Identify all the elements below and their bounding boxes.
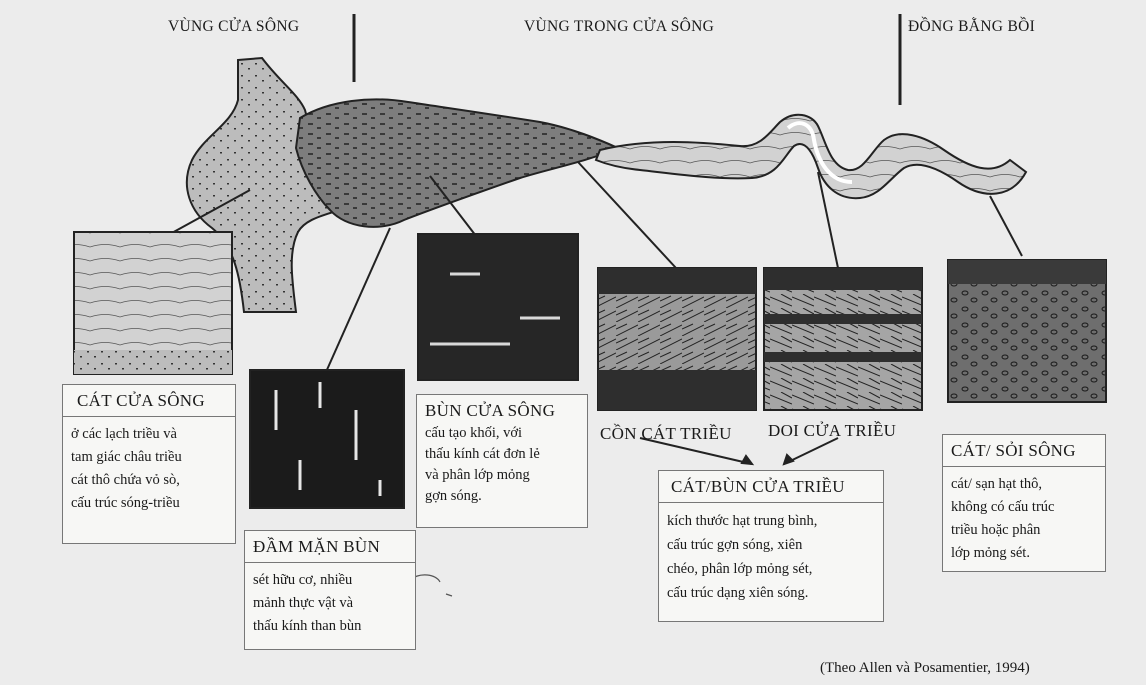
description-line: thấu kính than bùn	[253, 615, 407, 638]
zone-label-estuary-mouth: VÙNG CỬA SÔNG	[168, 18, 299, 36]
description-line: không có cấu trúc	[951, 496, 1097, 519]
facies-description: cấu tạo khối, với thấu kính cát đơn lẻ v…	[417, 421, 587, 513]
description-line: tam giác châu triều	[71, 446, 227, 469]
section-tidal-flat	[764, 268, 922, 410]
facies-title: CÁT/BÙN CỬA TRIỀU	[659, 471, 883, 503]
description-line: chéo, phân lớp mỏng sét,	[667, 557, 875, 581]
description-line: gợn sóng.	[425, 486, 579, 507]
section-salt-marsh-mud	[250, 370, 404, 508]
description-line: mảnh thực vật và	[253, 592, 407, 615]
section-estuary-mud	[418, 234, 578, 380]
facies-card-tidal-sand-mud: CÁT/BÙN CỬA TRIỀU kích thước hạt trung b…	[658, 470, 884, 622]
description-line: kích thước hạt trung bình,	[667, 509, 875, 533]
facies-title: CÁT CỬA SÔNG	[63, 385, 235, 417]
source-citation: (Theo Allen và Posamentier, 1994)	[820, 660, 1030, 677]
description-line: sét hữu cơ, nhiều	[253, 569, 407, 592]
facies-card-estuary-mud: BÙN CỬA SÔNG cấu tạo khối, với thấu kính…	[416, 394, 588, 528]
description-line: lớp mỏng sét.	[951, 542, 1097, 565]
facies-title: CÁT/ SỎI SÔNG	[943, 435, 1105, 467]
section-river-gravel	[948, 260, 1106, 402]
description-line: ở các lạch triều và	[71, 423, 227, 446]
description-line: cát/ sạn hạt thô,	[951, 473, 1097, 496]
zone-label-inner-estuary: VÙNG TRONG CỬA SÔNG	[524, 18, 714, 36]
description-line: cấu trúc dạng xiên sóng.	[667, 581, 875, 605]
facies-description: cát/ sạn hạt thô, không có cấu trúc triề…	[943, 467, 1105, 571]
section-tidal-sand-bar	[598, 268, 756, 410]
description-line: cát thô chứa vỏ sò,	[71, 469, 227, 492]
description-line: và phân lớp mỏng	[425, 465, 579, 486]
label-tidal-flat: DOI CỬA TRIỀU	[768, 421, 896, 441]
facies-description: kích thước hạt trung bình, cấu trúc gợn …	[659, 503, 883, 611]
zone-label-alluvial-plain: ĐỒNG BẰNG BỒI	[908, 18, 1035, 36]
scribble-mark	[410, 575, 452, 596]
facies-description: sét hữu cơ, nhiều mảnh thực vật và thấu …	[245, 563, 415, 644]
facies-title: BÙN CỬA SÔNG	[417, 395, 587, 421]
facies-description: ở các lạch triều và tam giác châu triều …	[63, 417, 235, 521]
facies-title: ĐẦM MẶN BÙN	[245, 531, 415, 563]
section-estuary-sand	[74, 232, 232, 374]
description-line: triều hoặc phân	[951, 519, 1097, 542]
description-line: cấu tạo khối, với	[425, 423, 579, 444]
description-line: cấu trúc sóng-triều	[71, 492, 227, 515]
facies-card-estuary-sand: CÁT CỬA SÔNG ở các lạch triều và tam giá…	[62, 384, 236, 544]
description-line: cấu trúc gợn sóng, xiên	[667, 533, 875, 557]
description-line: thấu kính cát đơn lẻ	[425, 444, 579, 465]
facies-card-river-sand-gravel: CÁT/ SỎI SÔNG cát/ sạn hạt thô, không có…	[942, 434, 1106, 572]
label-tidal-sand-bar: CỒN CÁT TRIỀU	[600, 424, 732, 444]
estuary-mud-body	[296, 99, 618, 226]
facies-card-salt-marsh: ĐẦM MẶN BÙN sét hữu cơ, nhiều mảnh thực …	[244, 530, 416, 650]
